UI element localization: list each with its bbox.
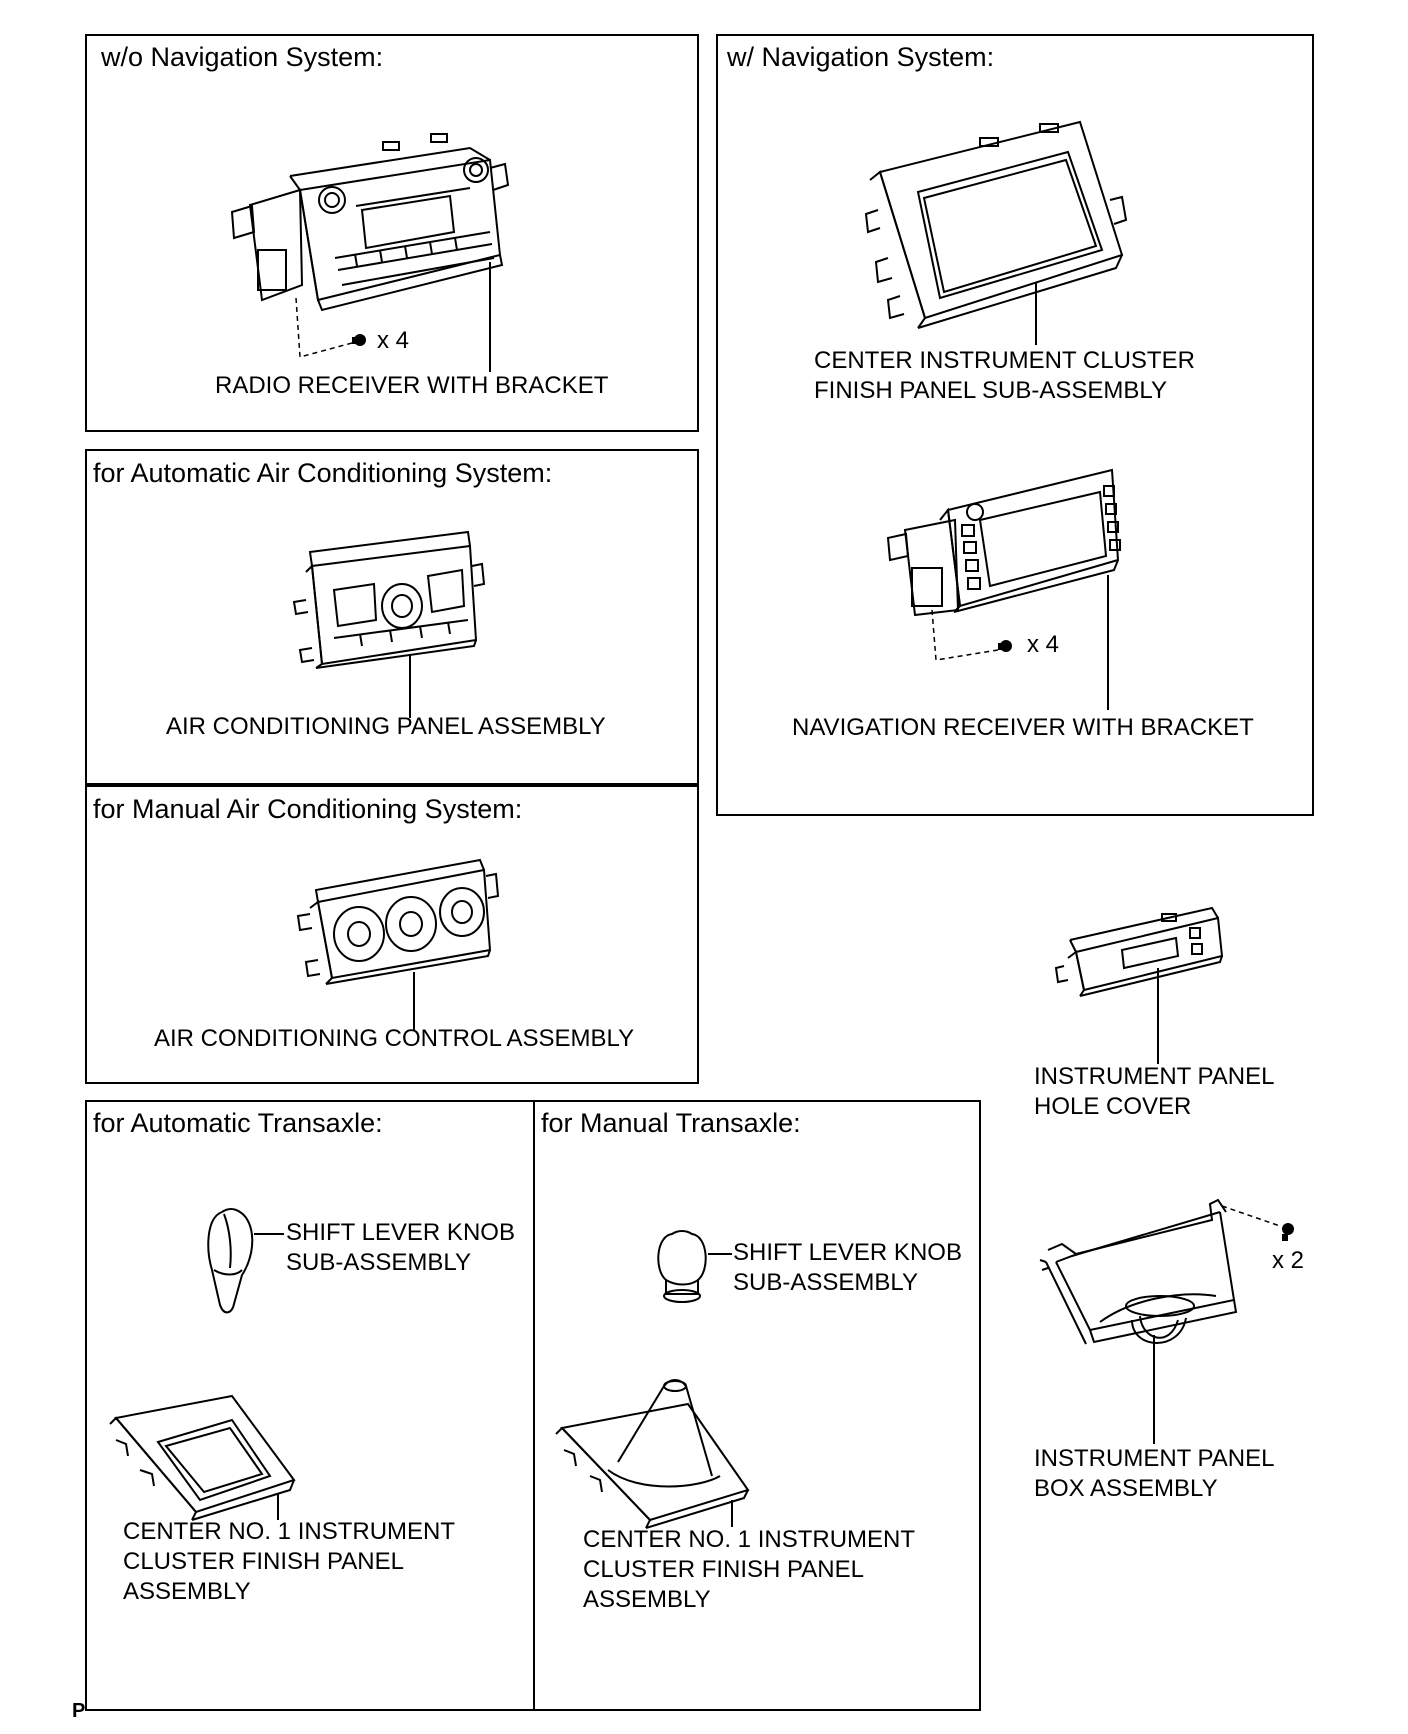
panel-title-with-navigation: w/ Navigation System: <box>727 42 995 72</box>
manual-center-no1-finish-panel-label: CENTER NO. 1 INSTRUMENT CLUSTER FINISH P… <box>583 1526 916 1613</box>
panel-manual-air-conditioning <box>85 785 699 1084</box>
screw-icon <box>352 334 366 346</box>
panel-title-automatic-transaxle: for Automatic Transaxle: <box>93 1108 383 1138</box>
screw-quantity: x 4 <box>1027 631 1060 658</box>
box-screw-quantity: x 2 <box>1272 1247 1305 1274</box>
air-conditioning-control-assembly-label: AIR CONDITIONING CONTROL ASSEMBLY <box>154 1025 635 1052</box>
manual-shift-lever-knob-label: SHIFT LEVER KNOB SUB-ASSEMBLY <box>733 1239 962 1296</box>
screw-icon <box>1282 1223 1294 1241</box>
panel-automatic-air-conditioning <box>85 449 699 785</box>
instrument-panel-hole-cover-label: INSTRUMENT PANEL HOLE COVER <box>1034 1063 1275 1120</box>
air-conditioning-panel-assembly-label: AIR CONDITIONING PANEL ASSEMBLY <box>166 713 606 740</box>
navigation-receiver-label: NAVIGATION RECEIVER WITH BRACKET <box>792 714 1254 741</box>
panel-automatic-transaxle <box>85 1100 535 1711</box>
automatic-shift-lever-knob-label: SHIFT LEVER KNOB SUB-ASSEMBLY <box>286 1219 515 1276</box>
panel-with-navigation <box>716 34 1314 816</box>
panel-title-without-navigation: w/o Navigation System: <box>101 42 384 72</box>
panel-without-navigation <box>85 34 699 432</box>
screw-quantity: x 4 <box>377 327 410 354</box>
corner-mark: P <box>72 1700 86 1722</box>
center-instrument-cluster-finish-panel-label: CENTER INSTRUMENT CLUSTER FINISH PANEL S… <box>814 347 1195 404</box>
automatic-finish-panel-illustration <box>110 1396 294 1520</box>
instrument-panel-box-assembly-label: INSTRUMENT PANEL BOX ASSEMBLY <box>1034 1445 1275 1502</box>
automatic-center-no1-finish-panel-label: CENTER NO. 1 INSTRUMENT CLUSTER FINISH P… <box>123 1518 456 1605</box>
panel-title-manual-transaxle: for Manual Transaxle: <box>541 1108 801 1138</box>
radio-receiver-label: RADIO RECEIVER WITH BRACKET <box>215 372 609 399</box>
panel-title-automatic-air-conditioning: for Automatic Air Conditioning System: <box>93 458 553 488</box>
panel-title-manual-air-conditioning: for Manual Air Conditioning System: <box>93 794 523 824</box>
manual-finish-panel-illustration <box>556 1380 748 1528</box>
screw-icon <box>998 640 1012 652</box>
panel-manual-transaxle <box>533 1100 981 1711</box>
